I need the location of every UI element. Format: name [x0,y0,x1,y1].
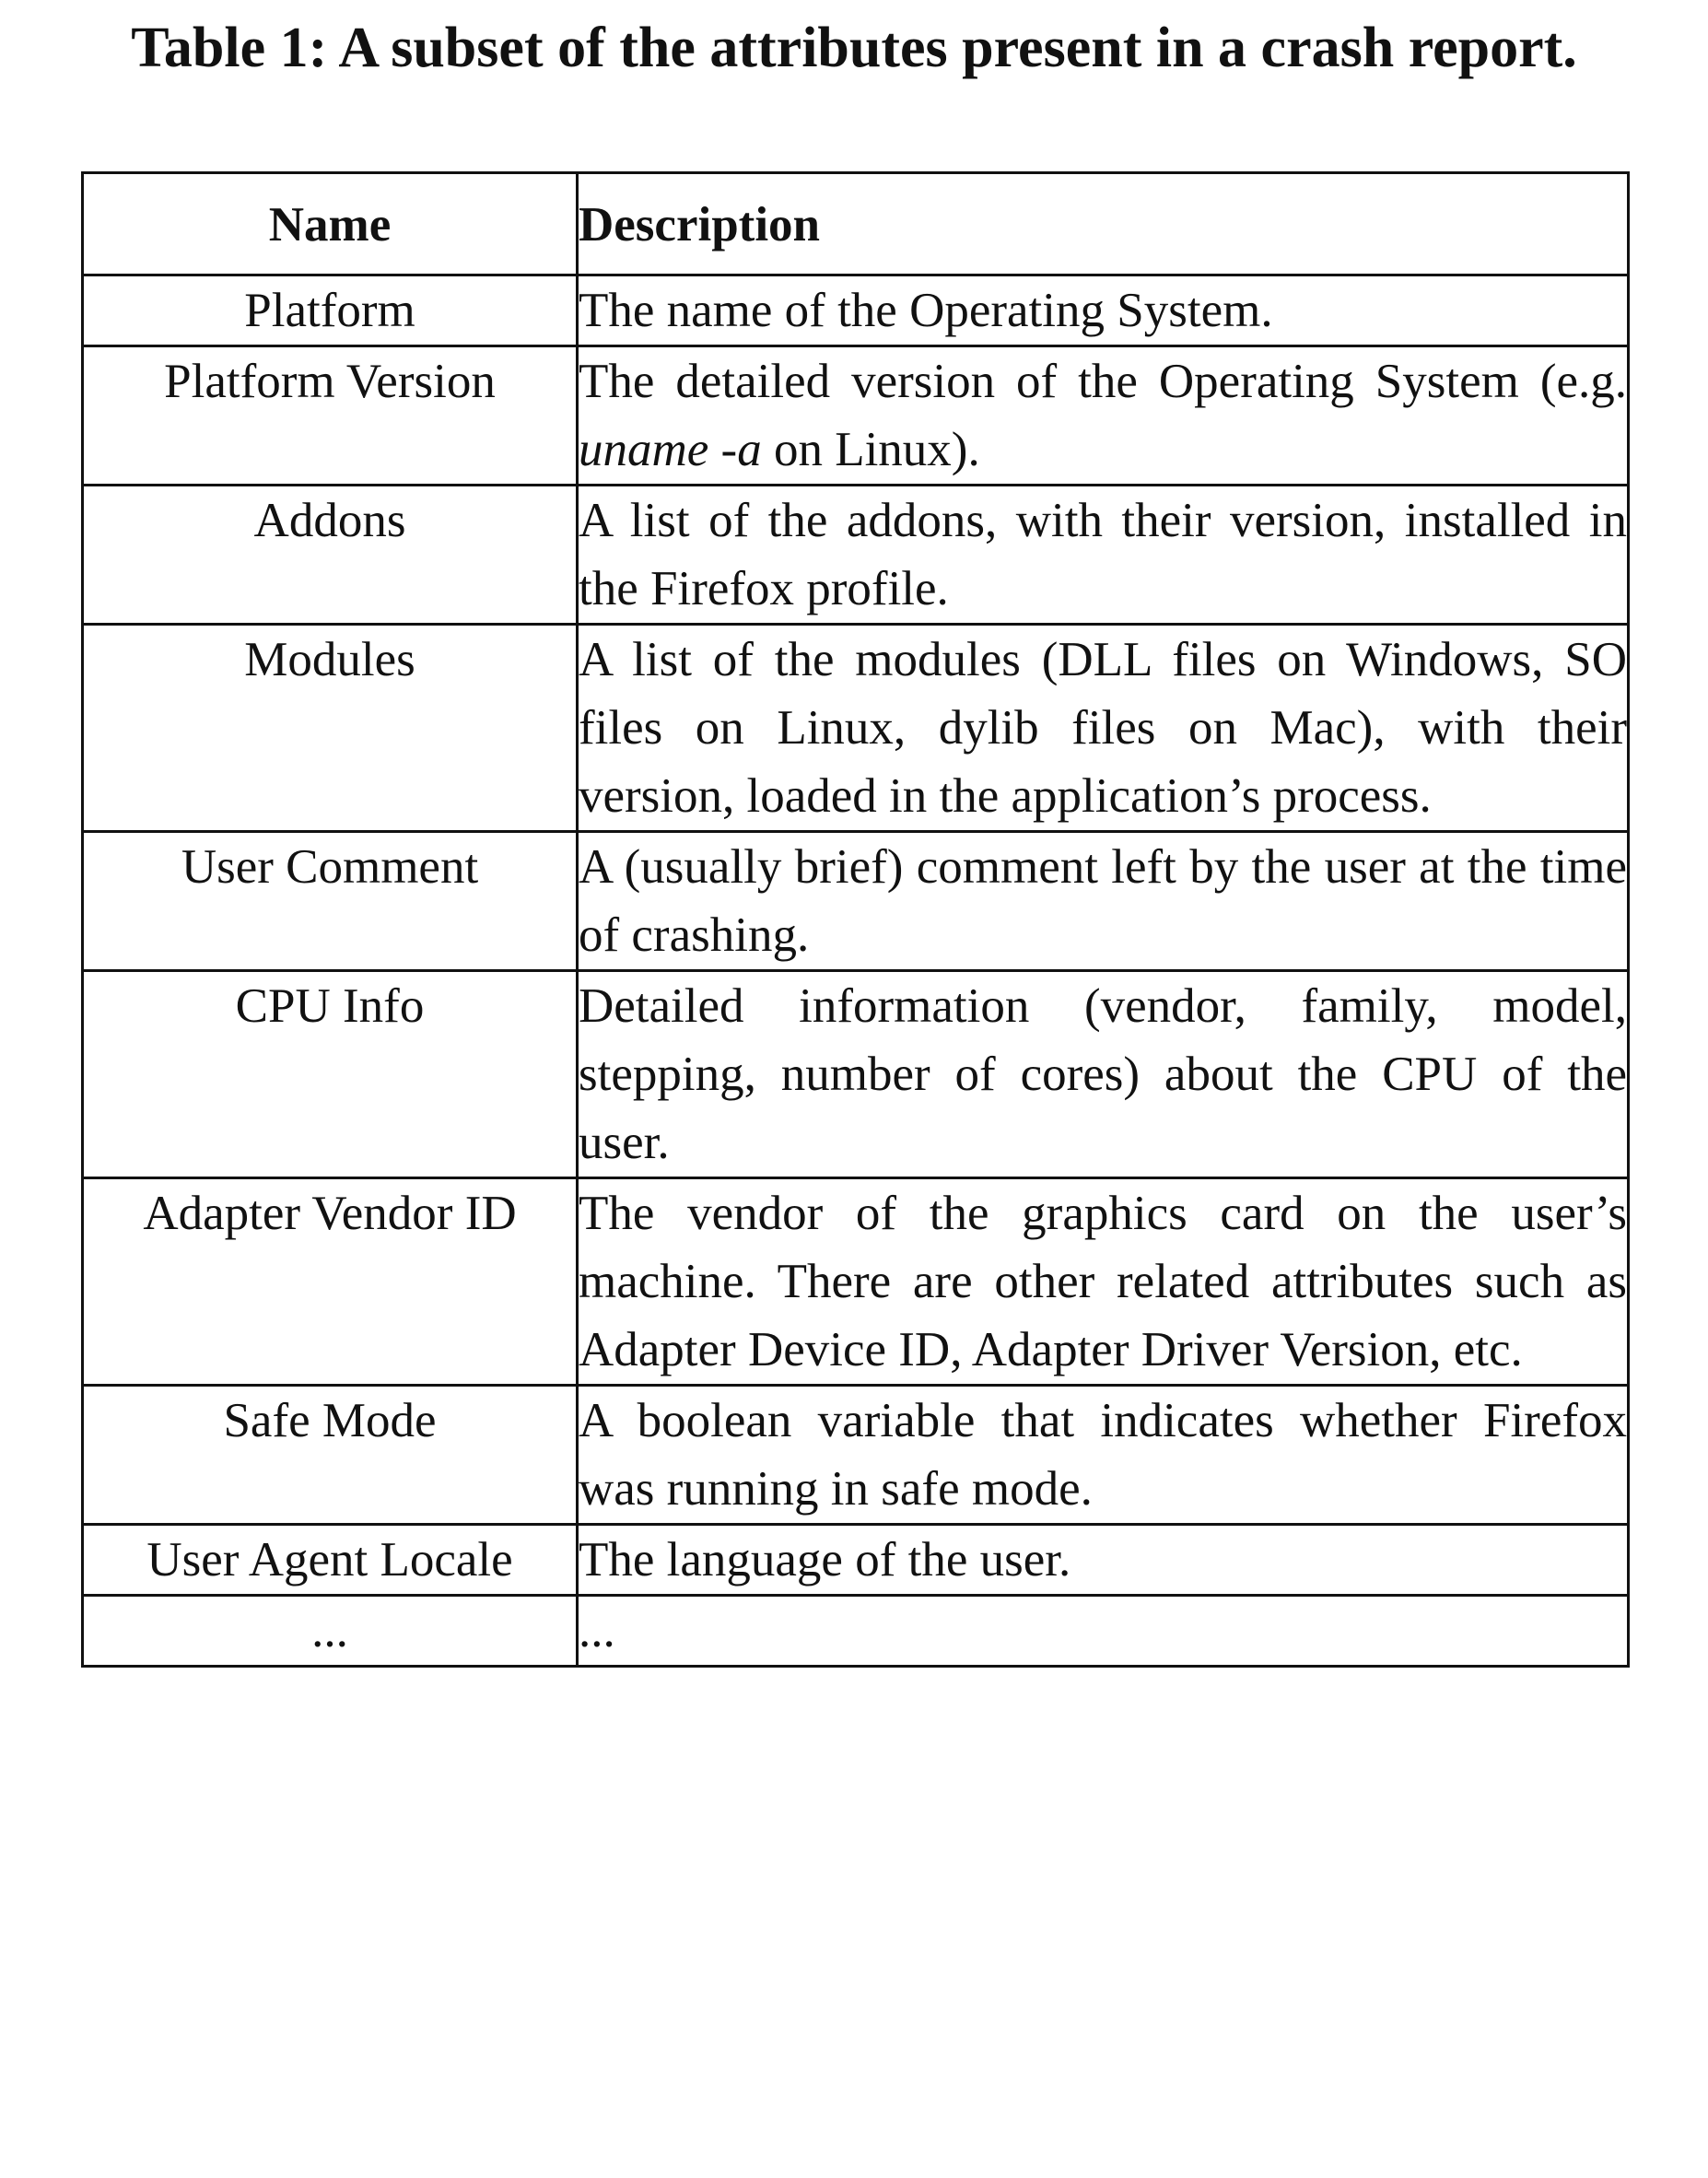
description-text: A boolean variable that indicates whethe… [579,1394,1627,1516]
attributes-table: Name Description Platform The name of th… [81,171,1630,1668]
attribute-name: Safe Mode [81,1384,579,1526]
table-row: Adapter Vendor ID The vendor of the grap… [81,1177,1630,1387]
attribute-description: Detailed information (vendor, family, mo… [576,969,1630,1179]
attribute-description: A boolean variable that indicates whethe… [576,1384,1630,1526]
attribute-description: A (usually brief) comment left by the us… [576,830,1630,972]
table-caption: Table 1: A subset of the attributes pres… [131,17,1577,79]
attribute-description: A list of the modules (DLL files on Wind… [576,623,1630,833]
attribute-description: The detailed version of the Operating Sy… [576,345,1630,486]
table-row: Modules A list of the modules (DLL files… [81,623,1630,833]
description-code: uname -a [579,423,762,476]
table-row: CPU Info Detailed information (vendor, f… [81,969,1630,1179]
attribute-name: User Comment [81,830,579,972]
table-row: Addons A list of the addons, with their … [81,484,1630,626]
attribute-description: The vendor of the graphics card on the u… [576,1177,1630,1387]
attribute-name: Modules [81,623,579,833]
attribute-name: User Agent Locale [81,1523,579,1597]
attribute-description: A list of the addons, with their version… [576,484,1630,626]
attribute-description: ... [576,1594,1630,1668]
description-text-end: on Linux). [761,423,980,476]
table-row: Platform Version The detailed version of… [81,345,1630,486]
attribute-name: Platform [81,274,579,347]
column-header-name: Name [81,171,579,276]
table-row: ... ... [81,1594,1630,1668]
attribute-description: The name of the Operating System. [576,274,1630,347]
description-text: Detailed information (vendor, family, mo… [579,979,1627,1169]
attribute-name: Platform Version [81,345,579,486]
attribute-name: ... [81,1594,579,1668]
attribute-name: CPU Info [81,969,579,1179]
description-text: The vendor of the graphics card on the u… [579,1187,1627,1376]
attribute-name: Adapter Vendor ID [81,1177,579,1387]
description-text: ... [579,1604,615,1657]
table-row: Platform The name of the Operating Syste… [81,274,1630,347]
description-text: The language of the user. [579,1533,1071,1587]
description-text: A list of the addons, with their version… [579,494,1627,615]
description-text: A (usually brief) comment left by the us… [579,840,1627,962]
attribute-name: Addons [81,484,579,626]
table-row: User Comment A (usually brief) comment l… [81,830,1630,972]
description-text: A list of the modules (DLL files on Wind… [579,633,1627,823]
description-text: The name of the Operating System. [579,284,1273,337]
attribute-description: The language of the user. [576,1523,1630,1597]
column-header-description: Description [576,171,1630,276]
header-row: Name Description [81,171,1630,276]
description-text: The detailed version of the Operating Sy… [579,355,1627,408]
table-row: User Agent Locale The language of the us… [81,1523,1630,1597]
table-row: Safe Mode A boolean variable that indica… [81,1384,1630,1526]
